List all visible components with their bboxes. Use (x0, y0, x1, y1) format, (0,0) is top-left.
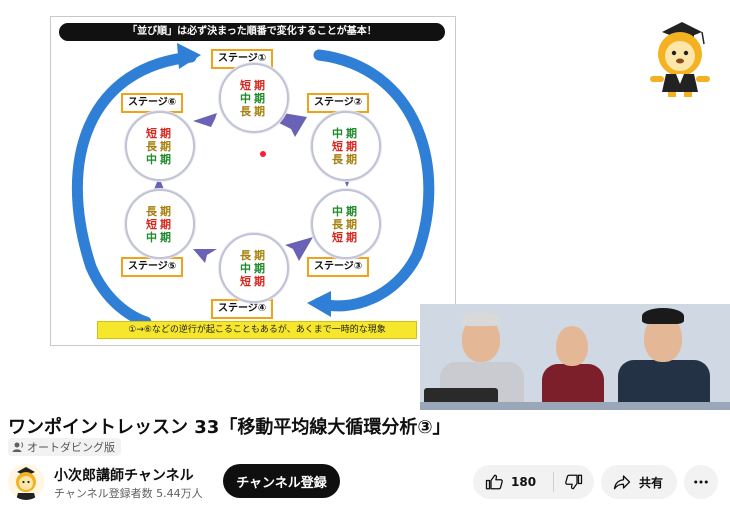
like-separator (553, 472, 554, 492)
more-actions-button[interactable] (684, 465, 718, 499)
channel-name[interactable]: 小次郎講師チャンネル (54, 468, 194, 484)
stage-3-circle: 中期 長期 短期 (311, 189, 381, 259)
stage-4-circle: 長期 中期 短期 (219, 233, 289, 303)
stage-1-circle: 短期 中期 長期 (219, 63, 289, 133)
stage-6-label: ステージ⑥ (121, 93, 184, 113)
stage-6-item-3: 中期 (146, 152, 174, 166)
laser-pointer (260, 151, 266, 157)
stage-5-item-2: 短期 (146, 217, 174, 231)
stage-4-item-2: 中期 (240, 261, 268, 275)
auto-dubbed-label: オートダビング版 (27, 441, 115, 454)
more-icon (694, 480, 708, 484)
share-label: 共有 (639, 475, 664, 490)
stage-3-item-3: 短期 (332, 230, 360, 244)
stage-3-label: ステージ③ (307, 257, 370, 277)
slide: 「並び順」は必ず決まった順番で変化することが基本！ ステージ① ステージ② ステ… (50, 16, 456, 346)
stage-6-item-2: 長期 (146, 139, 174, 153)
stage-2-item-1: 中期 (332, 126, 360, 140)
channel-avatar[interactable] (8, 464, 44, 500)
video-title: ワンポイントレッスン 33「移動平均線大循環分析③」 (8, 417, 451, 438)
slide-note: ①→⑥などの逆行が起こることもあるが、あくまで一時的な現象 (97, 321, 417, 339)
stage-5-item-3: 中期 (146, 230, 174, 244)
subscribe-button[interactable]: チャンネル登録 (223, 464, 340, 498)
stage-4-item-3: 短期 (240, 274, 268, 288)
stage-4-item-1: 長期 (240, 248, 268, 262)
stage-6-circle: 短期 長期 中期 (125, 111, 195, 181)
stage-5-label: ステージ⑤ (121, 257, 184, 277)
like-count: 180 (511, 475, 537, 489)
desk (420, 402, 730, 410)
stage-1-item-2: 中期 (240, 91, 268, 105)
stage-2-label: ステージ② (307, 93, 370, 113)
stage-2-item-2: 短期 (332, 139, 360, 153)
stage-1-item-3: 長期 (240, 104, 268, 118)
presenter-man-right (616, 306, 712, 410)
slide-banner: 「並び順」は必ず決まった順番で変化することが基本！ (59, 23, 445, 41)
auto-dubbed-badge[interactable]: オートダビング版 (8, 438, 121, 456)
stage-6-item-1: 短期 (146, 126, 174, 140)
like-icon (485, 474, 503, 490)
stage-3-item-1: 中期 (332, 204, 360, 218)
stage-5-item-1: 長期 (146, 204, 174, 218)
share-button[interactable]: 共有 (601, 465, 677, 499)
stage-3-item-2: 長期 (332, 217, 360, 231)
subscriber-count: チャンネル登録者数 5.44万人 (54, 487, 203, 500)
stage-4-label: ステージ④ (211, 299, 274, 319)
lion-mascot-logo (650, 22, 710, 97)
stage-5-circle: 長期 短期 中期 (125, 189, 195, 259)
share-icon (613, 475, 631, 490)
stage-2-item-3: 長期 (332, 152, 360, 166)
presenters-image (420, 304, 730, 410)
dubbing-icon (12, 442, 24, 452)
dislike-button[interactable] (554, 465, 594, 499)
like-dislike-group: 180 (473, 465, 594, 499)
stage-1-item-1: 短期 (240, 78, 268, 92)
video-player[interactable]: 「並び順」は必ず決まった順番で変化することが基本！ ステージ① ステージ② ステ… (0, 0, 730, 410)
lion-avatar-icon (16, 467, 36, 500)
dislike-icon (565, 474, 583, 490)
stage-2-circle: 中期 短期 長期 (311, 111, 381, 181)
presenter-woman (538, 314, 608, 410)
like-button[interactable]: 180 (473, 465, 553, 499)
